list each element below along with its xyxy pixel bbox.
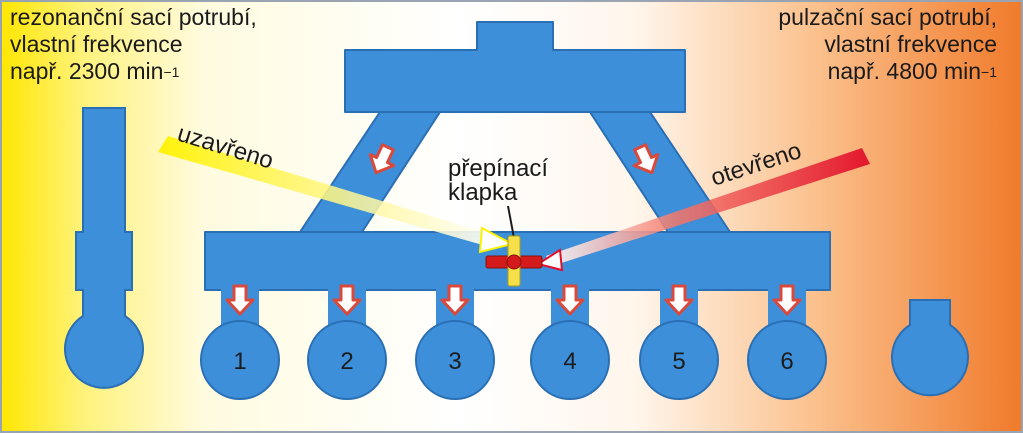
cylinder-1-number: 1 [233,348,246,375]
cylinder-4-number: 4 [563,348,576,375]
cylinder-4: 4 [530,320,610,400]
resonance-caption-line1: rezonanční sací potrubí, [10,4,257,30]
cylinder-2: 2 [307,320,387,400]
resonance-caption-line2: vlastní frekvence [10,31,183,57]
resonance-caption-line3: např. 2300 min−1 [10,58,257,88]
right-pulsation-pipe [891,299,969,397]
cylinder-6-number: 6 [780,348,793,375]
resonance-rpm-value: např. 2300 min [10,58,164,84]
cylinder-group: 1 2 3 4 5 6 [200,320,827,400]
pulsation-caption-line2: vlastní frekvence [824,31,997,57]
cylinder-3: 3 [415,320,495,400]
cylinder-1: 1 [200,320,280,400]
cylinder-6: 6 [747,320,827,400]
flap-leader-line [507,205,515,239]
pulsation-rpm-value: např. 4800 min [827,58,982,84]
pulsation-caption: pulzační sací potrubí, vlastní frekvence… [778,4,997,88]
cylinder-2-number: 2 [340,348,353,375]
cylinder-3-number: 3 [448,348,461,375]
resonance-rpm-exponent: −1 [163,64,180,80]
pulsation-rpm-exponent: −1 [981,64,997,80]
cylinder-5: 5 [639,320,719,400]
pulsation-caption-line1: pulzační sací potrubí, [778,4,997,30]
pulsation-caption-line3: např. 4800 min−1 [778,58,997,88]
cylinder-5-number: 5 [672,348,685,375]
resonance-caption: rezonanční sací potrubí, vlastní frekven… [10,4,257,88]
left-resonance-pipe [64,107,144,389]
flap-label-line1: přepínací [448,155,548,182]
switching-flap [485,235,543,287]
open-state-beam [535,148,870,272]
closed-state-beam [158,136,515,254]
flap-label-line2: klapka [448,179,518,206]
